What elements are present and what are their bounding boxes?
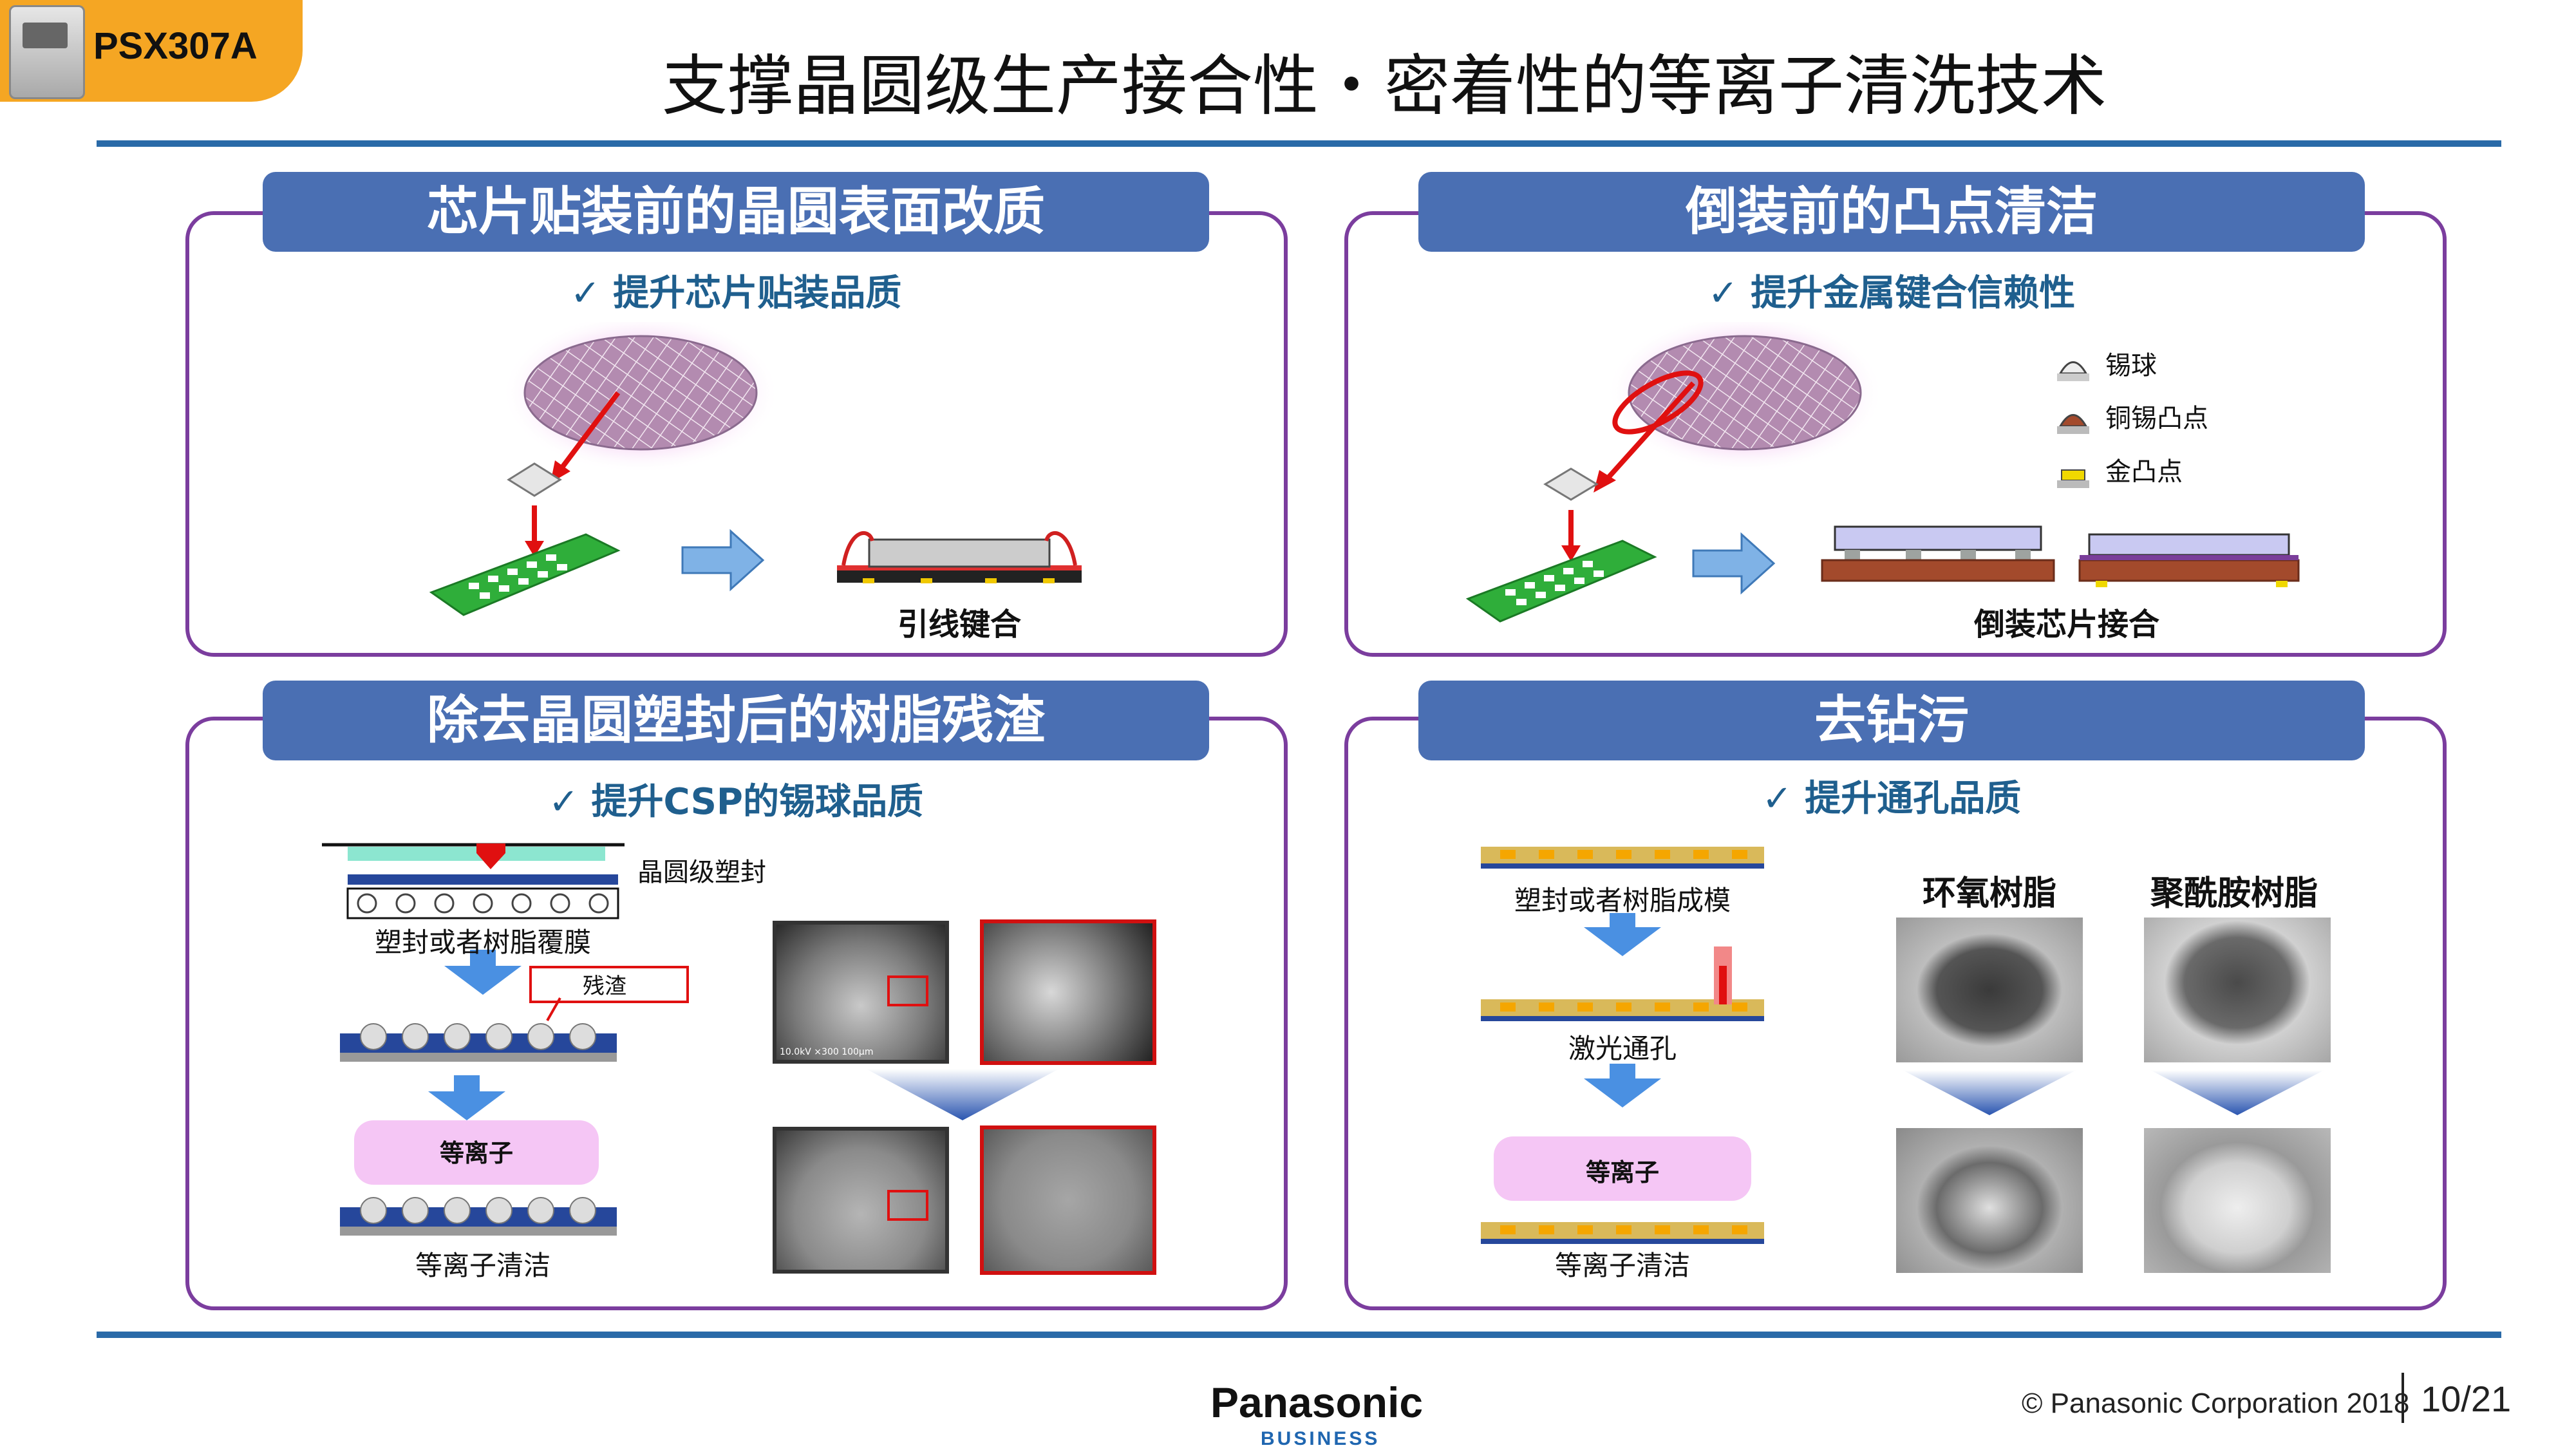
top-divider bbox=[97, 140, 2501, 147]
sem-zoom-before bbox=[980, 919, 1156, 1065]
machine-icon bbox=[9, 5, 85, 99]
via-epoxy-before bbox=[1896, 918, 2083, 1062]
panel-subtitle: ✓ 提升CSP的锡球品质 bbox=[549, 781, 923, 823]
column-polyimide: 聚酰胺树脂 bbox=[2150, 874, 2318, 913]
page-number: 10/21 bbox=[2421, 1379, 2512, 1419]
legend-solder-ball: 锡球 bbox=[2105, 351, 2157, 381]
zoom-box bbox=[887, 975, 928, 1006]
product-code: PSX307A bbox=[93, 25, 258, 67]
step-plasma-clean: 等离子清洁 bbox=[1554, 1250, 1690, 1281]
via-epoxy-after bbox=[1896, 1128, 2083, 1273]
sem-image-before: 10.0kV ×300 100μm bbox=[773, 921, 949, 1064]
panel-subtitle: ✓ 提升通孔品质 bbox=[1762, 778, 2022, 820]
plasma-label: 等离子 bbox=[1585, 1158, 1659, 1187]
page-separator bbox=[2402, 1373, 2404, 1423]
die-attach-diagram bbox=[429, 322, 1082, 616]
slide-title: 支撑晶圆级生产接合性・密着性的等离子清洗技术 bbox=[662, 48, 2107, 125]
flip-chip-diagram bbox=[1465, 322, 2300, 623]
residue-callout bbox=[529, 966, 689, 1003]
down-arrow bbox=[866, 1069, 1059, 1120]
panel-header: 去钻污 bbox=[1418, 681, 2365, 760]
brand-logo: Panasonic bbox=[1210, 1379, 1424, 1426]
step-laser-via: 激光通孔 bbox=[1568, 1033, 1677, 1064]
desmear-process-diagram bbox=[1481, 847, 1764, 1244]
legend-cu-sn-bump: 铜锡凸点 bbox=[2105, 404, 2208, 433]
residue-label: 残渣 bbox=[583, 974, 626, 999]
via-polyimide-before bbox=[2144, 918, 2331, 1062]
step-mold-resin: 塑封或者树脂成模 bbox=[1514, 885, 1731, 916]
panel-subtitle: ✓ 提升芯片贴装品质 bbox=[570, 272, 902, 314]
caption-flip-chip: 倒装芯片接合 bbox=[1973, 607, 2159, 643]
panel-header: 除去晶圆塑封后的树脂残渣 bbox=[263, 681, 1209, 760]
step-plasma-clean: 等离子清洁 bbox=[415, 1250, 550, 1281]
panel-header: 芯片贴装前的晶圆表面改质 bbox=[263, 172, 1209, 252]
via-polyimide-after bbox=[2144, 1128, 2331, 1273]
brand-subtitle: BUSINESS bbox=[1261, 1428, 1380, 1449]
plasma-label: 等离子 bbox=[439, 1139, 513, 1167]
panel-subtitle: ✓ 提升金属键合信赖性 bbox=[1707, 272, 2076, 314]
step-mold-coat: 塑封或者树脂覆膜 bbox=[374, 927, 591, 958]
zoom-box bbox=[887, 1190, 928, 1221]
residue-process-diagram bbox=[322, 843, 625, 1236]
caption-wire-bonding: 引线键合 bbox=[897, 607, 1021, 643]
sem-image-after bbox=[773, 1127, 949, 1274]
column-epoxy: 环氧树脂 bbox=[1922, 874, 2056, 913]
legend-gold-bump: 金凸点 bbox=[2105, 457, 2183, 487]
bottom-divider bbox=[97, 1332, 2501, 1338]
sem-zoom-after bbox=[980, 1125, 1156, 1275]
panel-header: 倒装前的凸点清洁 bbox=[1418, 172, 2365, 252]
down-arrows bbox=[1903, 1070, 2324, 1115]
copyright: © Panasonic Corporation 2018 bbox=[2022, 1388, 2410, 1419]
mold-label: 晶圆级塑封 bbox=[637, 858, 766, 887]
